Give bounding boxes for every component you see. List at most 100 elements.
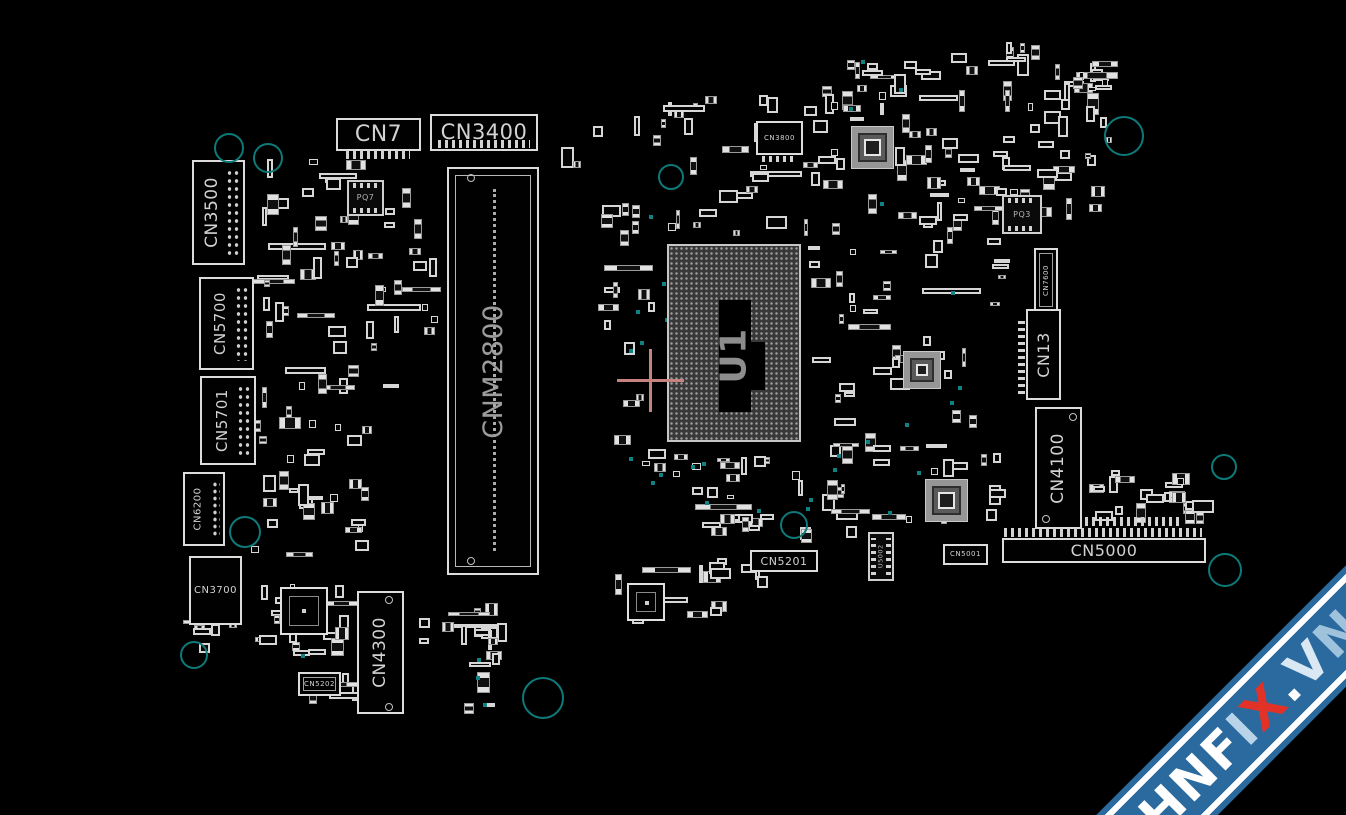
smd-component[interactable] — [694, 503, 753, 511]
smd-component[interactable] — [880, 103, 885, 115]
smd-component[interactable] — [966, 66, 978, 75]
smd-component[interactable] — [623, 399, 640, 407]
smd-component[interactable] — [1090, 186, 1105, 198]
smd-component[interactable] — [1093, 486, 1105, 492]
connector-CN7[interactable]: CN7 — [336, 118, 421, 151]
smd-component[interactable] — [759, 95, 768, 107]
smd-component[interactable] — [604, 287, 620, 294]
smd-component[interactable] — [831, 222, 841, 236]
chip-qfn[interactable] — [851, 126, 894, 169]
smd-component[interactable] — [904, 60, 917, 70]
connector-CN5000[interactable]: CN5000 — [1002, 538, 1206, 563]
smd-component[interactable] — [985, 508, 997, 522]
smd-component[interactable] — [1037, 169, 1059, 178]
smd-component[interactable] — [757, 576, 768, 588]
smd-component[interactable] — [572, 160, 581, 169]
smd-component[interactable] — [748, 524, 761, 532]
smd-component[interactable] — [753, 455, 767, 467]
smd-component[interactable] — [1055, 63, 1061, 80]
smd-component[interactable] — [383, 383, 399, 389]
smd-component[interactable] — [862, 70, 884, 77]
smd-component[interactable] — [807, 245, 821, 251]
smd-component[interactable] — [370, 343, 378, 352]
smd-component[interactable] — [693, 221, 702, 229]
smd-component[interactable] — [891, 357, 900, 369]
smd-component[interactable] — [835, 270, 843, 288]
smd-component[interactable] — [989, 488, 1007, 498]
smd-component[interactable] — [668, 222, 677, 231]
smd-component[interactable] — [996, 187, 1007, 196]
smd-component[interactable] — [854, 61, 860, 80]
smd-component[interactable] — [210, 623, 220, 636]
smd-component[interactable] — [992, 150, 1008, 158]
smd-component[interactable] — [894, 73, 907, 94]
smd-component[interactable] — [872, 445, 892, 453]
smd-component[interactable] — [817, 156, 837, 164]
smd-component[interactable] — [951, 409, 961, 423]
smd-component[interactable] — [989, 301, 1001, 307]
smd-component[interactable] — [1031, 44, 1040, 60]
smd-component[interactable] — [647, 449, 666, 460]
smd-component[interactable] — [898, 212, 918, 220]
smd-component[interactable] — [661, 119, 666, 129]
smd-component[interactable] — [302, 502, 315, 520]
smd-component[interactable] — [413, 261, 427, 272]
smd-component[interactable] — [401, 187, 412, 209]
smd-component[interactable] — [709, 607, 722, 617]
smd-component[interactable] — [1095, 84, 1112, 91]
connector-CN3700[interactable]: CN3700 — [189, 556, 242, 625]
smd-component[interactable] — [969, 415, 977, 428]
smd-component[interactable] — [488, 637, 498, 645]
smd-component[interactable] — [797, 480, 804, 497]
smd-component[interactable] — [286, 454, 294, 463]
smd-component[interactable] — [710, 567, 732, 579]
connector-CN3800[interactable]: CN3800 — [756, 121, 803, 155]
smd-component[interactable] — [1005, 90, 1010, 112]
smd-component[interactable] — [980, 454, 987, 467]
smd-component[interactable] — [698, 209, 717, 217]
smd-component[interactable] — [1027, 103, 1033, 112]
smd-component[interactable] — [261, 387, 267, 409]
smd-component[interactable] — [430, 316, 438, 324]
smd-component[interactable] — [612, 282, 618, 298]
smd-component[interactable] — [648, 301, 655, 313]
smd-component[interactable] — [384, 222, 396, 229]
connector-CN5700[interactable]: CN5700 — [199, 277, 254, 370]
smd-component[interactable] — [863, 309, 878, 315]
smd-component[interactable] — [603, 265, 653, 272]
smd-component[interactable] — [328, 326, 347, 338]
smd-component[interactable] — [298, 483, 309, 506]
smd-component[interactable] — [1075, 72, 1119, 79]
smd-component[interactable] — [706, 486, 719, 499]
smd-component[interactable] — [1030, 123, 1040, 133]
smd-component[interactable] — [937, 201, 942, 221]
connector-CN5201[interactable]: CN5201 — [750, 550, 818, 572]
smd-component[interactable] — [803, 106, 817, 117]
smd-component[interactable] — [604, 320, 612, 330]
smd-component[interactable] — [441, 622, 454, 633]
connector-CN5001[interactable]: CN5001 — [943, 544, 988, 565]
smd-component[interactable] — [334, 584, 345, 598]
smd-component[interactable] — [296, 313, 336, 319]
smd-component[interactable] — [994, 258, 1011, 263]
smd-component[interactable] — [654, 463, 667, 473]
smd-component[interactable] — [745, 186, 759, 193]
smd-component[interactable] — [725, 473, 741, 483]
smd-component[interactable] — [354, 540, 369, 552]
smd-component[interactable] — [348, 364, 359, 377]
smd-component[interactable] — [1164, 491, 1171, 502]
smd-component[interactable] — [849, 304, 857, 313]
smd-component[interactable] — [918, 95, 959, 101]
smd-component[interactable] — [856, 84, 867, 92]
smd-component[interactable] — [834, 394, 841, 403]
smd-component[interactable] — [286, 552, 313, 557]
smd-component[interactable] — [601, 214, 614, 229]
smd-component[interactable] — [1038, 140, 1054, 149]
smd-component[interactable] — [961, 348, 967, 368]
smd-component[interactable] — [873, 295, 891, 301]
smd-component[interactable] — [279, 417, 301, 429]
smd-component[interactable] — [641, 461, 651, 466]
smd-component[interactable] — [448, 611, 490, 617]
smd-component[interactable] — [683, 118, 694, 136]
smd-component[interactable] — [424, 327, 435, 336]
